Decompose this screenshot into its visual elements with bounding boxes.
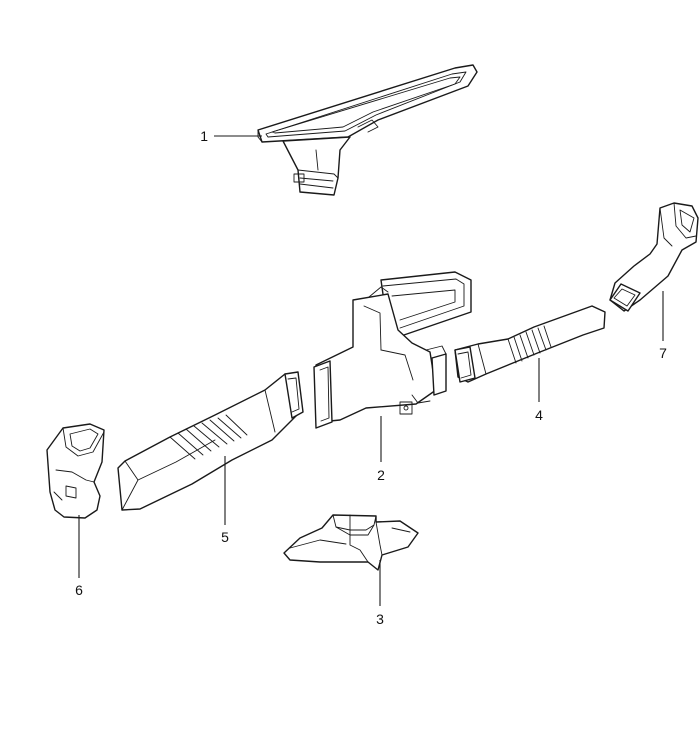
- part-2-center-distributor[interactable]: [313, 271, 472, 429]
- callout-7: 7: [659, 345, 667, 361]
- callout-labels: 1 2 3 4 5 6 7: [75, 128, 667, 627]
- callout-1: 1: [200, 128, 208, 144]
- callout-3: 3: [376, 611, 384, 627]
- part-5-left-duct[interactable]: [117, 371, 304, 511]
- callout-5: 5: [221, 529, 229, 545]
- part-7-right-side-vent[interactable]: [609, 202, 699, 312]
- leader-lines: [78, 135, 664, 606]
- part-3-floor-outlet[interactable]: [283, 514, 419, 571]
- part-4-right-duct[interactable]: [454, 305, 606, 383]
- part-6-left-side-vent[interactable]: [46, 423, 105, 519]
- part-1-defroster-vent[interactable]: [257, 64, 478, 196]
- callout-2: 2: [377, 467, 385, 483]
- callout-4: 4: [535, 407, 543, 423]
- callout-6: 6: [75, 582, 83, 598]
